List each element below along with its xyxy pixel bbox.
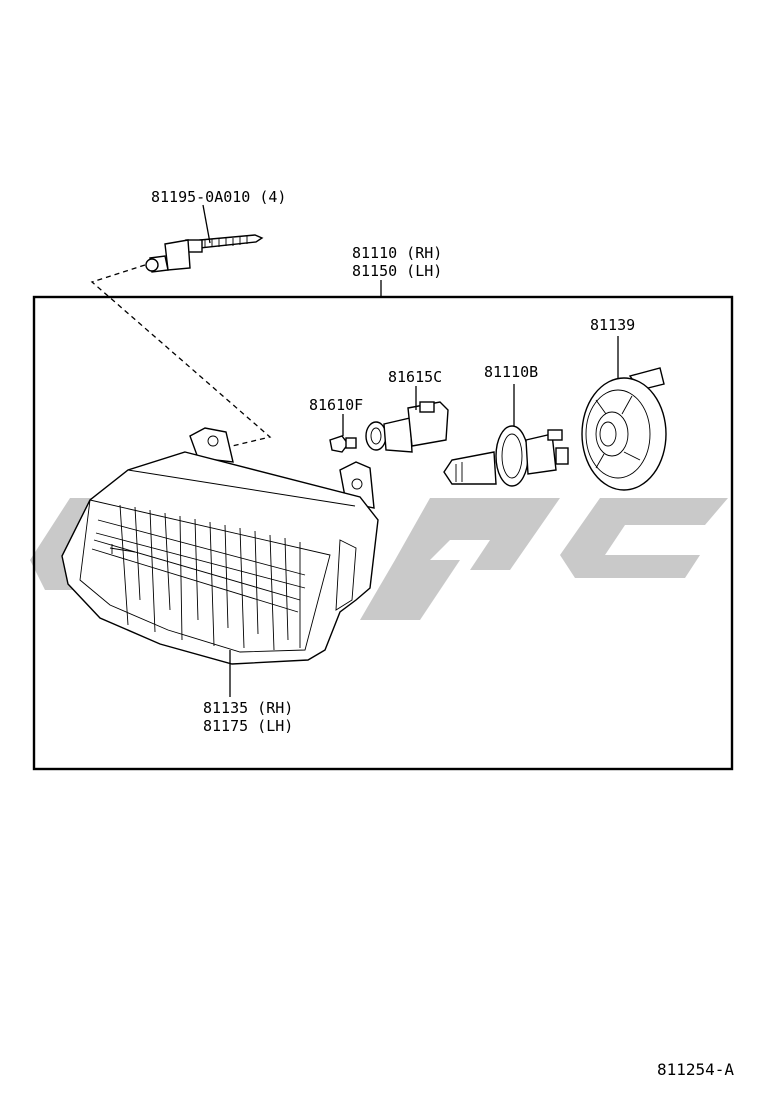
screw-part [145, 204, 264, 273]
figure-code: 811254-A [656, 1060, 734, 1079]
lens-rh-part-number: 81135 (RH) [203, 699, 293, 717]
lens-lh-part-number: 81175 (LH) [203, 717, 293, 735]
halogen-bulb-part [443, 384, 569, 487]
bulb-part-number: 81110B [484, 363, 538, 381]
socket-part-number: 81615C [388, 368, 442, 386]
rubber-cover-part [581, 336, 667, 491]
cover-part-number: 81139 [590, 316, 635, 334]
unit-lh-part-number: 81150 (LH) [352, 262, 442, 280]
screw-dashed-leader [90, 264, 272, 447]
socket-part [365, 386, 449, 453]
unit-rh-part-number: 81110 (RH) [352, 244, 442, 262]
screw-part-number: 81195-0A010 (4) [151, 188, 286, 206]
assembly-frame [32, 295, 734, 771]
headlamp-housing [61, 427, 379, 697]
wedge-bulb-part-number: 81610F [309, 396, 363, 414]
wedge-bulb-part [329, 414, 357, 453]
